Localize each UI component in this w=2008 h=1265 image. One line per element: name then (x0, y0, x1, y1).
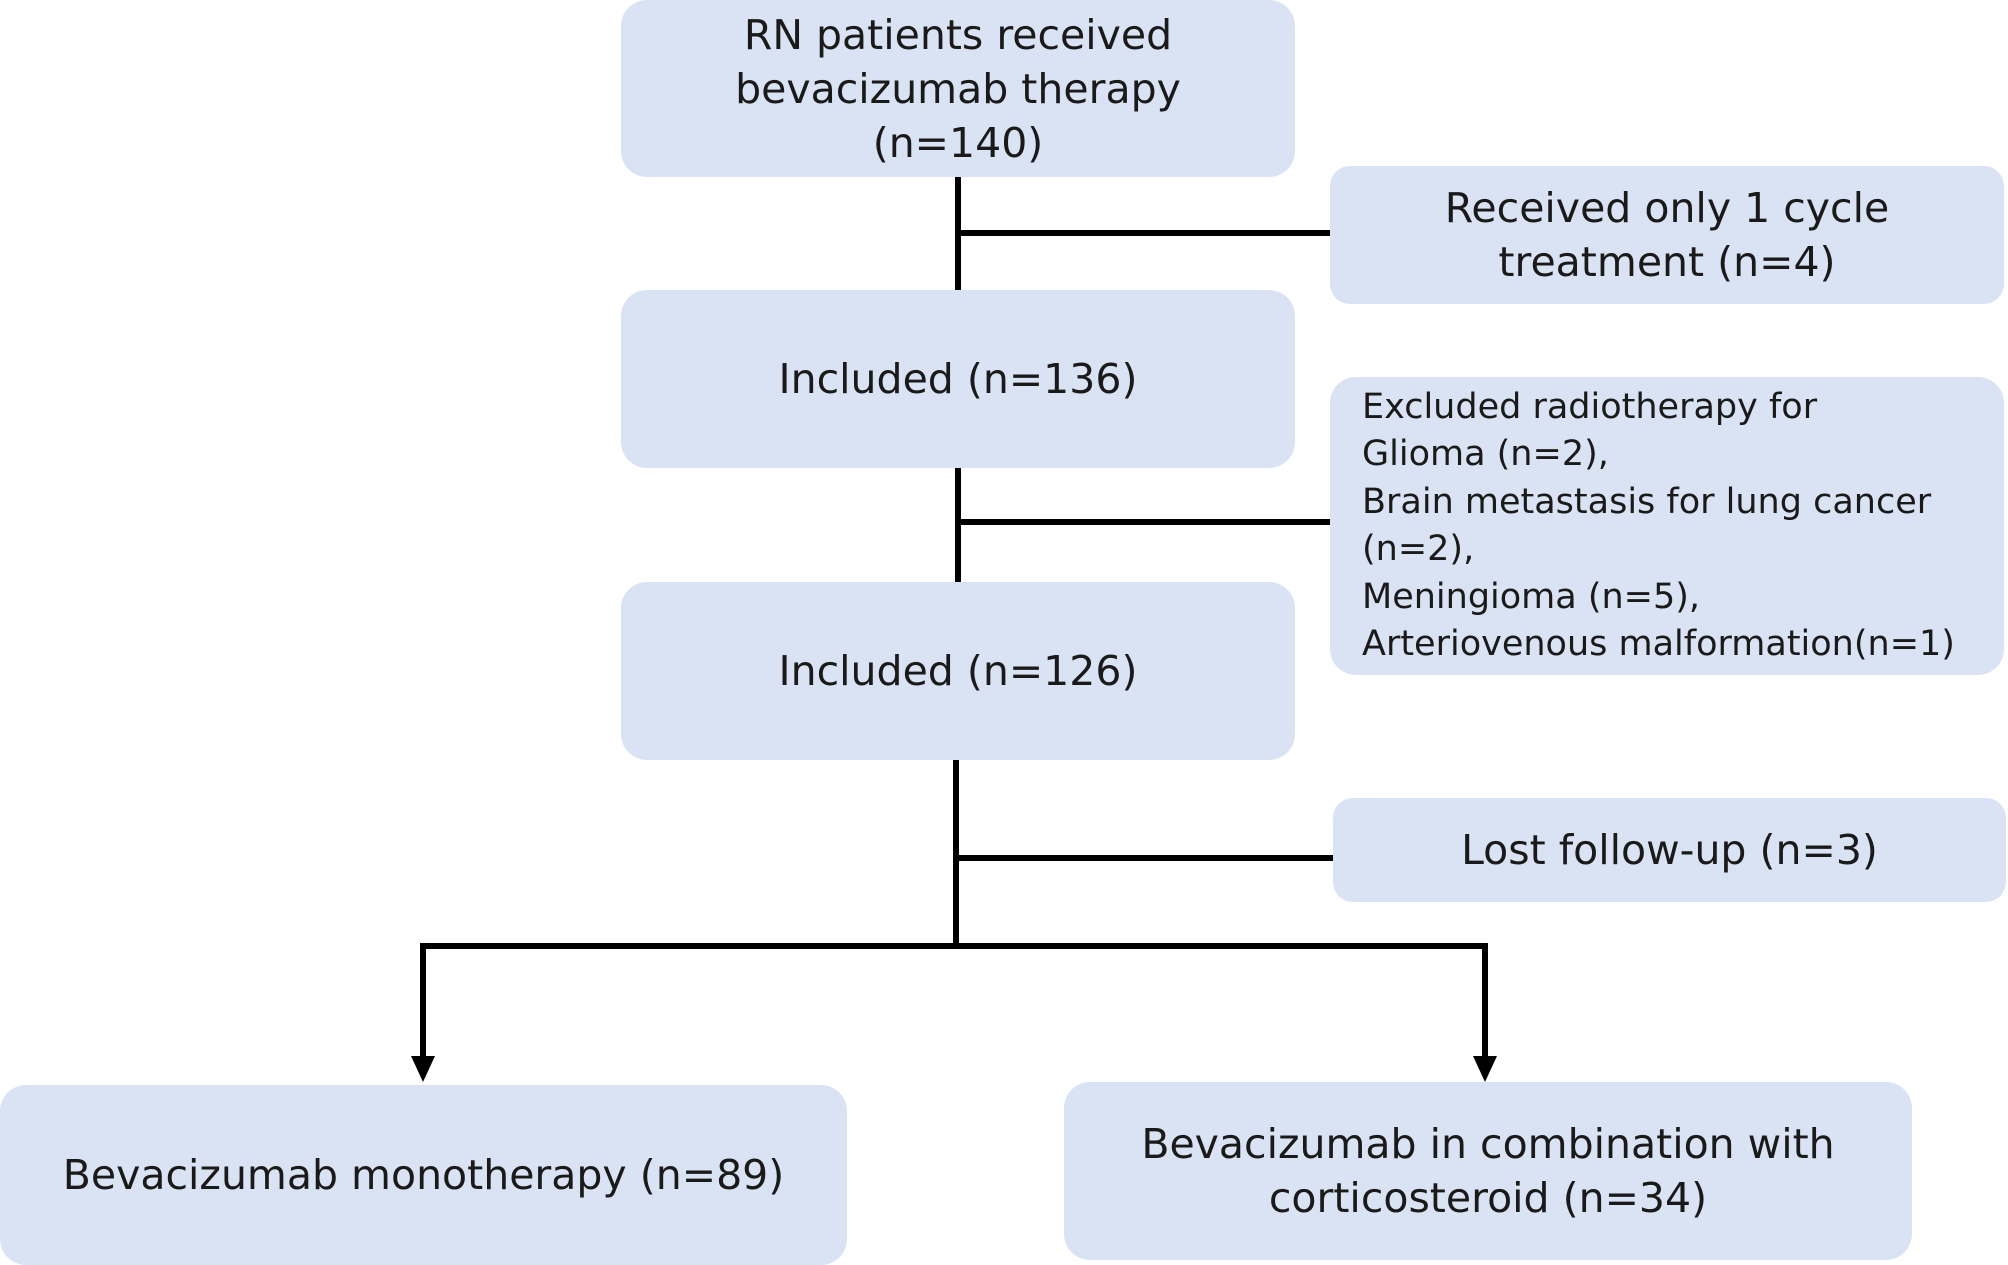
exclusion-1-line-1: Received only 1 cycle (1444, 184, 1890, 232)
exclusion-3-label: Lost follow-up (n=3) (1461, 826, 1878, 874)
outcome-box-monotherapy: Bevacizumab monotherapy (n=89) (0, 1085, 847, 1265)
included-box-2: Included (n=126) (621, 582, 1295, 760)
start-line-1: RN patients received (743, 10, 1173, 59)
exclusion-2-line-2: Glioma (n=2), (1362, 434, 1609, 474)
exclusion-1-line-2: treatment (n=4) (1498, 238, 1836, 286)
exclusion-2-line-1: Excluded radiotherapy for (1362, 386, 1818, 427)
outcome-right-line-1: Bevacizumab in combination with (1141, 1120, 1835, 1168)
included-box-1: Included (n=136) (621, 290, 1295, 468)
exclusion-2-line-6: Arteriovenous malformation(n=1) (1362, 624, 1955, 664)
arrowhead-left (411, 1056, 435, 1082)
arrowhead-right (1473, 1056, 1497, 1082)
start-line-2: bevacizumab therapy (735, 64, 1181, 113)
start-line-3: (n=140) (872, 118, 1044, 167)
outcome-left-label: Bevacizumab monotherapy (n=89) (62, 1151, 785, 1199)
exclusion-box-1: Received only 1 cycle treatment (n=4) (1330, 166, 2004, 304)
exclusion-box-3: Lost follow-up (n=3) (1333, 798, 2006, 902)
outcome-right-line-2: corticosteroid (n=34) (1268, 1174, 1708, 1222)
included-1-label: Included (n=136) (778, 355, 1138, 403)
start-box: RN patients received bevacizumab therapy… (621, 0, 1295, 177)
exclusion-2-line-4: (n=2), (1362, 529, 1475, 569)
included-2-label: Included (n=126) (778, 647, 1138, 695)
exclusion-2-line-3: Brain metastasis for lung cancer (1362, 481, 1932, 522)
exclusion-box-2: Excluded radiotherapy for Glioma (n=2), … (1330, 377, 2004, 675)
outcome-box-combination: Bevacizumab in combination with corticos… (1064, 1082, 1912, 1260)
exclusion-2-line-5: Meningioma (n=5), (1362, 576, 1701, 617)
